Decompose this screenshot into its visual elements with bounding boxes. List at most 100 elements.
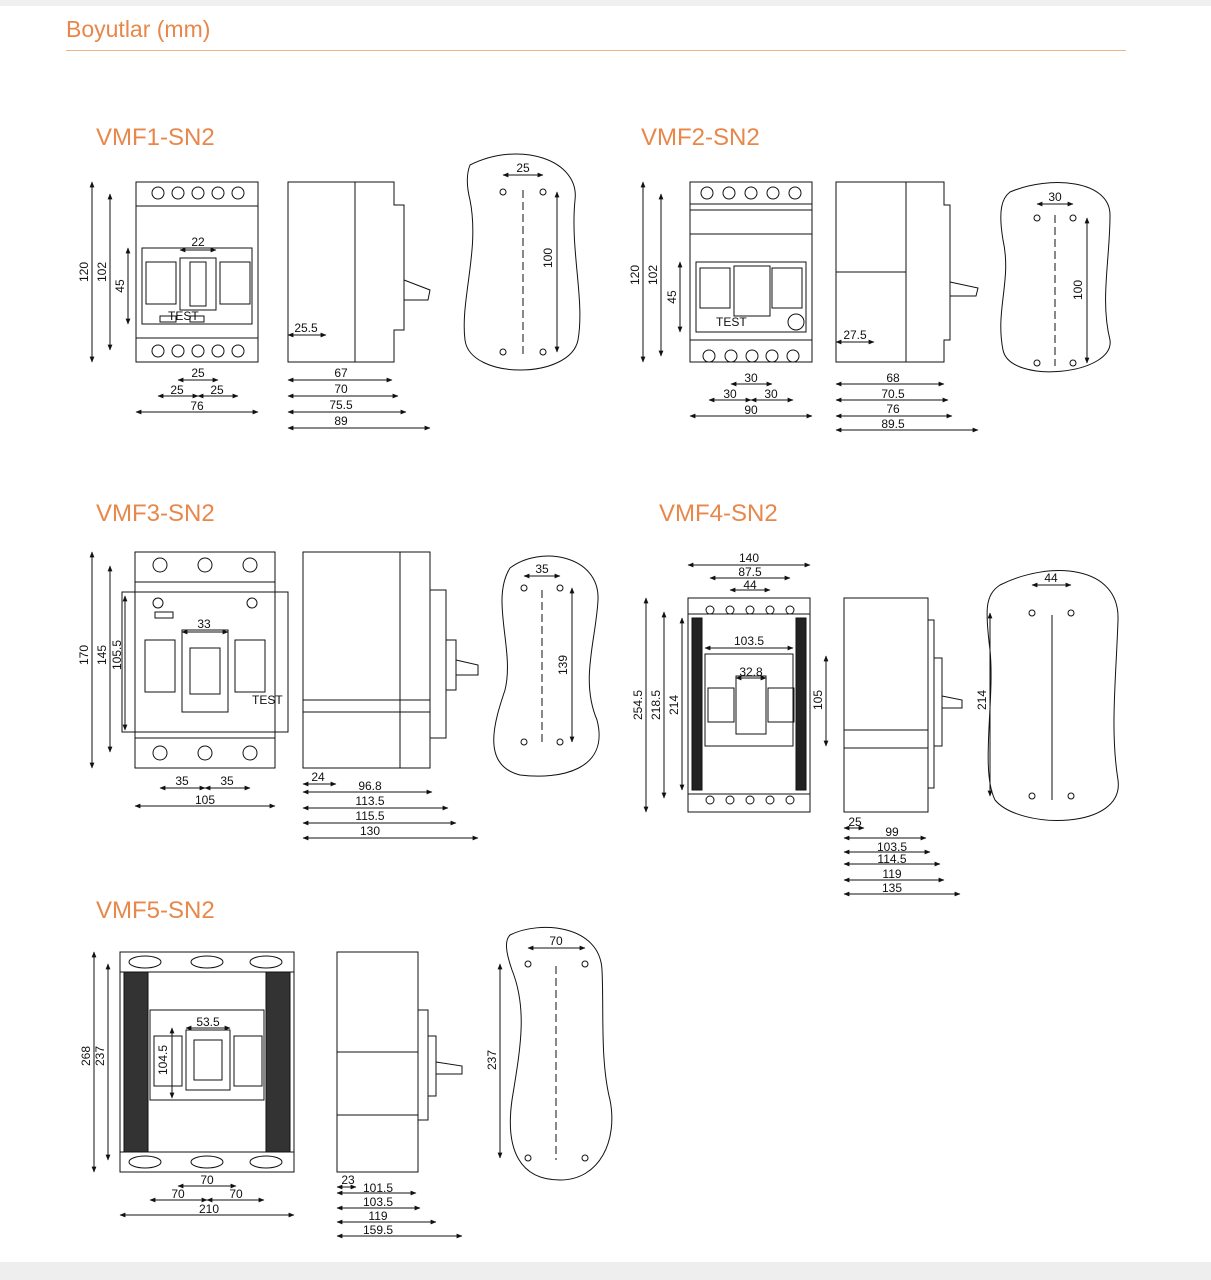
vmf1-panel-cutout bbox=[463, 153, 581, 371]
vmf1-cutout-spacing: 25 bbox=[516, 161, 530, 175]
model-title-vmf5: VMF5-SN2 bbox=[96, 897, 215, 924]
vmf5-side-d2: 101.5 bbox=[363, 1181, 393, 1195]
vmf3-handle-width: 33 bbox=[197, 617, 211, 631]
vmf4-handle-height: 105 bbox=[811, 690, 825, 710]
vmf1-front-view bbox=[89, 181, 259, 415]
vmf5-side-d5: 159.5 bbox=[363, 1223, 393, 1237]
vmf4-side-d4: 114.5 bbox=[877, 852, 906, 866]
vmf2-handle-window: 45 bbox=[665, 290, 679, 304]
vmf5-side-d4: 119 bbox=[368, 1209, 387, 1223]
vmf1-side-d3: 70 bbox=[334, 382, 348, 396]
heading-divider bbox=[66, 50, 1126, 51]
vmf5-height-overall: 268 bbox=[79, 1046, 93, 1066]
vmf2-side-view bbox=[835, 181, 979, 433]
vmf4-panel-cutout bbox=[986, 570, 1119, 821]
vmf2-pole-pitch-right: 30 bbox=[764, 387, 778, 401]
vmf2-pole-pitch-left: 30 bbox=[723, 387, 737, 401]
vmf1-side-d4: 75.5 bbox=[329, 398, 353, 412]
model-title-vmf2: VMF2-SN2 bbox=[641, 124, 760, 151]
vmf4-cutout-height: 214 bbox=[975, 690, 989, 710]
vmf3-side-view bbox=[302, 551, 479, 841]
vmf5-pitch-center: 70 bbox=[200, 1173, 214, 1187]
vmf4-height-body: 218.5 bbox=[649, 690, 663, 720]
vmf3-panel-cutout bbox=[493, 555, 600, 777]
vmf2-pole-pitch: 30 bbox=[744, 371, 758, 385]
vmf3-height-body: 145 bbox=[95, 645, 109, 665]
model-title-vmf1: VMF1-SN2 bbox=[96, 124, 215, 151]
vmf1-pole-pitch: 25 bbox=[191, 366, 205, 380]
vmf1-side-d5: 89 bbox=[334, 414, 348, 428]
page-heading: Boyutlar (mm) bbox=[66, 16, 211, 42]
vmf4-side-d5: 119 bbox=[882, 867, 901, 881]
vmf4-cutout-spacing: 44 bbox=[1044, 571, 1058, 585]
bottom-bar bbox=[0, 1262, 1211, 1280]
vmf4-height-overall: 254.5 bbox=[631, 690, 645, 720]
vmf3-handle-window: 105.5 bbox=[110, 640, 124, 670]
vmf5-height-body: 237 bbox=[93, 1046, 107, 1066]
vmf3-side-d1: 24 bbox=[311, 770, 325, 784]
vmf3-front-view bbox=[89, 551, 289, 809]
vmf5-cutout-spacing: 70 bbox=[549, 934, 563, 948]
vmf5-front-view bbox=[91, 951, 295, 1218]
vmf1-side-d1: 25.5 bbox=[294, 321, 318, 335]
vmf1-test-label: TEST bbox=[168, 309, 199, 323]
vmf4-side-d6: 135 bbox=[882, 881, 902, 895]
vmf5-side-d3: 103.5 bbox=[363, 1195, 393, 1209]
vmf3-height-overall: 170 bbox=[77, 645, 91, 665]
vmf5-pitch-right: 70 bbox=[229, 1187, 243, 1201]
vmf5-handle-width: 53.5 bbox=[196, 1015, 220, 1029]
vmf1-cutout-height: 100 bbox=[541, 248, 555, 268]
vmf5-cutout-height: 237 bbox=[485, 1050, 499, 1070]
vmf3-side-d2: 96.8 bbox=[358, 779, 382, 793]
vmf3-side-d5: 130 bbox=[360, 824, 380, 838]
vmf5-handle-window: 104.5 bbox=[156, 1045, 170, 1075]
vmf4-side-d2: 99 bbox=[885, 825, 899, 839]
vmf4-handle-width: 32.8 bbox=[739, 665, 763, 679]
vmf3-side-d3: 113.5 bbox=[355, 794, 384, 808]
vmf3-width: 105 bbox=[195, 793, 215, 807]
vmf1-handle-width: 22 bbox=[191, 235, 205, 249]
vmf4-pitch-outer: 87.5 bbox=[738, 565, 762, 579]
vmf4-pitch-inner: 44 bbox=[743, 578, 757, 592]
vmf1-side-view bbox=[287, 181, 431, 431]
vmf2-front-view bbox=[640, 181, 813, 419]
vmf2-height-body: 102 bbox=[646, 265, 660, 285]
vmf1-pole-pitch-right: 25 bbox=[210, 383, 224, 397]
vmf5-pitch-left: 70 bbox=[171, 1187, 185, 1201]
vmf2-side-d2: 68 bbox=[886, 371, 900, 385]
vmf5-side-view bbox=[336, 951, 463, 1239]
vmf4-front-view bbox=[643, 562, 829, 813]
vmf1-side-d2: 67 bbox=[334, 366, 348, 380]
vmf2-cutout-height: 100 bbox=[1071, 280, 1085, 300]
model-title-vmf4: VMF4-SN2 bbox=[659, 500, 778, 527]
vmf2-width: 90 bbox=[744, 403, 758, 417]
vmf3-pole-pitch-right: 35 bbox=[220, 774, 234, 788]
vmf4-side-d3: 103.5 bbox=[877, 840, 907, 854]
vmf3-cutout-height: 139 bbox=[556, 655, 570, 675]
vmf4-height-inner: 214 bbox=[667, 695, 681, 715]
vmf2-side-d3: 70.5 bbox=[881, 387, 905, 401]
top-bar bbox=[0, 0, 1211, 6]
vmf4-width-top: 140 bbox=[739, 551, 759, 565]
vmf5-panel-cutout bbox=[497, 926, 613, 1181]
vmf1-height-overall: 120 bbox=[77, 262, 91, 282]
vmf2-side-d5: 89.5 bbox=[881, 417, 905, 431]
vmf2-side-d1: 27.5 bbox=[843, 328, 867, 342]
vmf1-height-body: 102 bbox=[95, 262, 109, 282]
vmf3-cutout-spacing: 35 bbox=[535, 562, 549, 576]
vmf2-side-d4: 76 bbox=[886, 402, 900, 416]
vmf2-height-overall: 120 bbox=[628, 265, 642, 285]
vmf2-test-label: TEST bbox=[716, 315, 747, 329]
vmf4-side-view bbox=[843, 597, 963, 897]
vmf4-side-d1: 25 bbox=[848, 815, 862, 829]
model-title-vmf3: VMF3-SN2 bbox=[96, 500, 215, 527]
vmf5-side-d1: 23 bbox=[341, 1173, 355, 1187]
vmf1-handle-window: 45 bbox=[113, 279, 127, 293]
vmf1-width: 76 bbox=[190, 399, 204, 413]
vmf3-side-d4: 115.5 bbox=[355, 809, 384, 823]
vmf2-panel-cutout bbox=[1000, 182, 1111, 373]
vmf3-test-label: TEST bbox=[252, 693, 283, 707]
vmf2-cutout-spacing: 30 bbox=[1048, 190, 1062, 204]
vmf5-width: 210 bbox=[199, 1202, 219, 1216]
